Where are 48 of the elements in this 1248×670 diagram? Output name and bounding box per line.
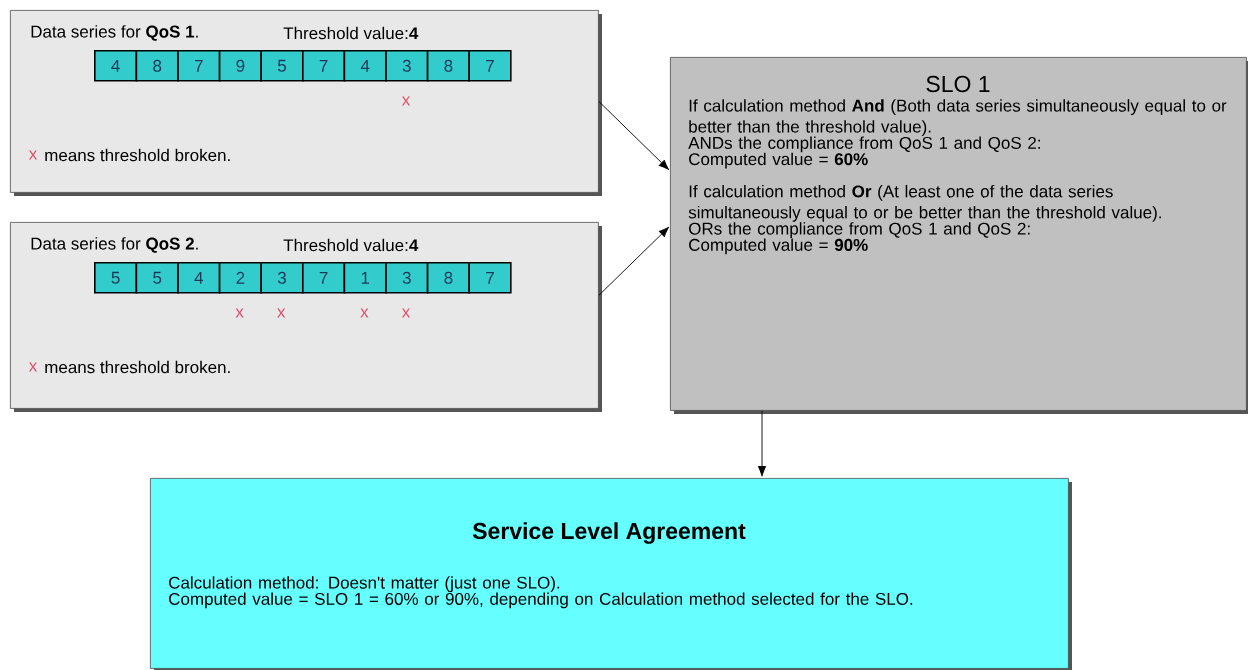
data-cell: 7 bbox=[302, 50, 346, 82]
panel-text: means threshold broken. bbox=[45, 148, 230, 162]
data-cell: 8 bbox=[135, 50, 179, 82]
threshold-mark: x bbox=[401, 308, 411, 318]
arrow bbox=[598, 100, 670, 171]
threshold-mark: x bbox=[28, 150, 38, 160]
data-cell: 3 bbox=[385, 50, 429, 82]
slo-box bbox=[670, 57, 1248, 414]
data-cell: 5 bbox=[260, 50, 304, 82]
data-cell: 3 bbox=[260, 262, 304, 294]
data-cell: 4 bbox=[94, 50, 138, 82]
box-text: Computed value = 60% bbox=[689, 152, 868, 169]
box-text: If calculation method Or (At least one of the data series simultaneously equal to or be better than the threshold value). bbox=[688, 184, 1161, 222]
data-cell: 3 bbox=[385, 262, 429, 294]
panel-text: Threshold value:4 bbox=[283, 238, 419, 252]
data-cell: 7 bbox=[468, 50, 512, 82]
data-cell: 8 bbox=[426, 262, 470, 294]
box-text: Computed value = SLO 1 = 60% or 90%, depending on Calculation method selected for the SLO. bbox=[169, 592, 913, 609]
box-text: ANDs the compliance from QoS 1 and QoS 2: bbox=[688, 136, 1040, 153]
data-cell: 9 bbox=[218, 50, 262, 82]
panel-text: Threshold value:4 bbox=[283, 26, 419, 40]
box-text: Computed value = 90% bbox=[689, 238, 868, 255]
threshold-mark: x bbox=[235, 308, 244, 318]
data-cell: 1 bbox=[343, 262, 387, 294]
data-cell: 7 bbox=[468, 262, 512, 294]
data-cell: 2 bbox=[218, 262, 262, 294]
arrow bbox=[757, 410, 767, 477]
threshold-mark: x bbox=[401, 96, 411, 106]
box-text: ORs the compliance from QoS 1 and QoS 2: bbox=[689, 222, 1030, 239]
threshold-mark: x bbox=[28, 362, 38, 372]
threshold-mark: x bbox=[277, 308, 286, 318]
box-title: SLO 1 bbox=[926, 75, 990, 93]
data-cell: 7 bbox=[177, 50, 221, 82]
data-cell: 4 bbox=[177, 262, 221, 294]
agreement-box bbox=[150, 478, 1072, 670]
panel-text: Data series for QoS 2. bbox=[31, 237, 198, 253]
data-cell: 4 bbox=[343, 50, 387, 82]
panel-text: Data series for QoS 1. bbox=[31, 25, 198, 41]
data-cell: 8 bbox=[426, 50, 470, 82]
arrow bbox=[598, 226, 670, 296]
box-text: If calculation method And (Both data series simultaneously equal to or better than the threshold value). bbox=[689, 99, 1227, 137]
panel-text: means threshold broken. bbox=[45, 360, 230, 374]
data-cell: 7 bbox=[302, 262, 346, 294]
box-text: Calculation method: Doesn't matter (just one SLO). bbox=[169, 576, 560, 593]
box-title: Service Level Agreement bbox=[472, 522, 746, 544]
threshold-mark: x bbox=[360, 308, 369, 318]
data-cell: 5 bbox=[94, 262, 138, 294]
data-cell: 5 bbox=[135, 262, 179, 294]
